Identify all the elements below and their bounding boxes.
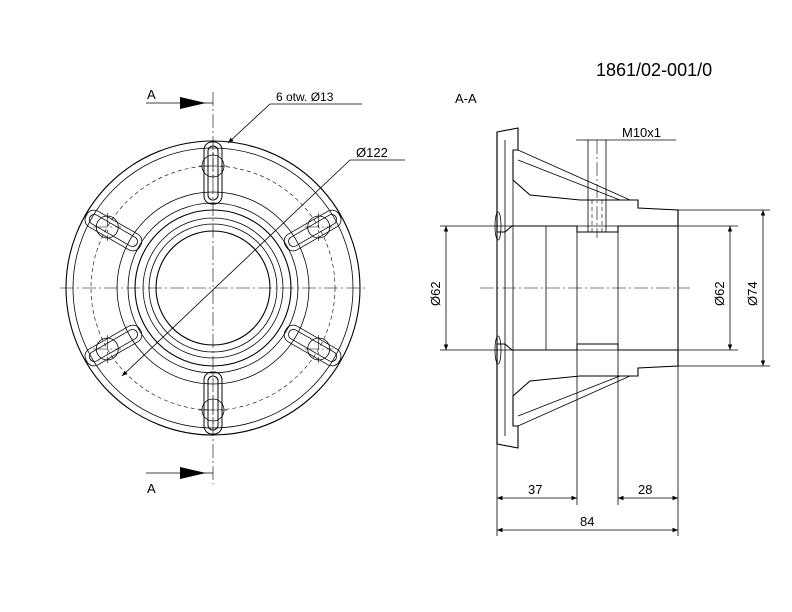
- spoke: [203, 141, 223, 205]
- bolt-circle-label: Ø122: [356, 145, 388, 160]
- section-label: A-A: [455, 91, 477, 106]
- front-view: Ø122 6 otw. Ø13 A A: [60, 87, 405, 496]
- cut-marker-bottom: A: [147, 481, 156, 496]
- dim-84: 84: [580, 514, 594, 529]
- bore-left-label: Ø62: [428, 281, 443, 306]
- thread-label: M10x1: [622, 125, 661, 140]
- spoke: [84, 209, 143, 252]
- spoke: [84, 324, 143, 367]
- drawing-number: 1861/02-001/0: [596, 60, 712, 80]
- spoke: [203, 141, 223, 205]
- cut-marker-top: A: [147, 87, 156, 102]
- dim-37: 37: [528, 482, 542, 497]
- bore-right-label: Ø62: [712, 281, 727, 306]
- holes-label: 6 otw. Ø13: [276, 90, 334, 104]
- section-view: A-A M10x1: [428, 91, 770, 536]
- spoke: [283, 324, 342, 367]
- spoke: [283, 209, 342, 252]
- dim-28: 28: [638, 482, 652, 497]
- outer-diameter-label: Ø74: [745, 281, 760, 306]
